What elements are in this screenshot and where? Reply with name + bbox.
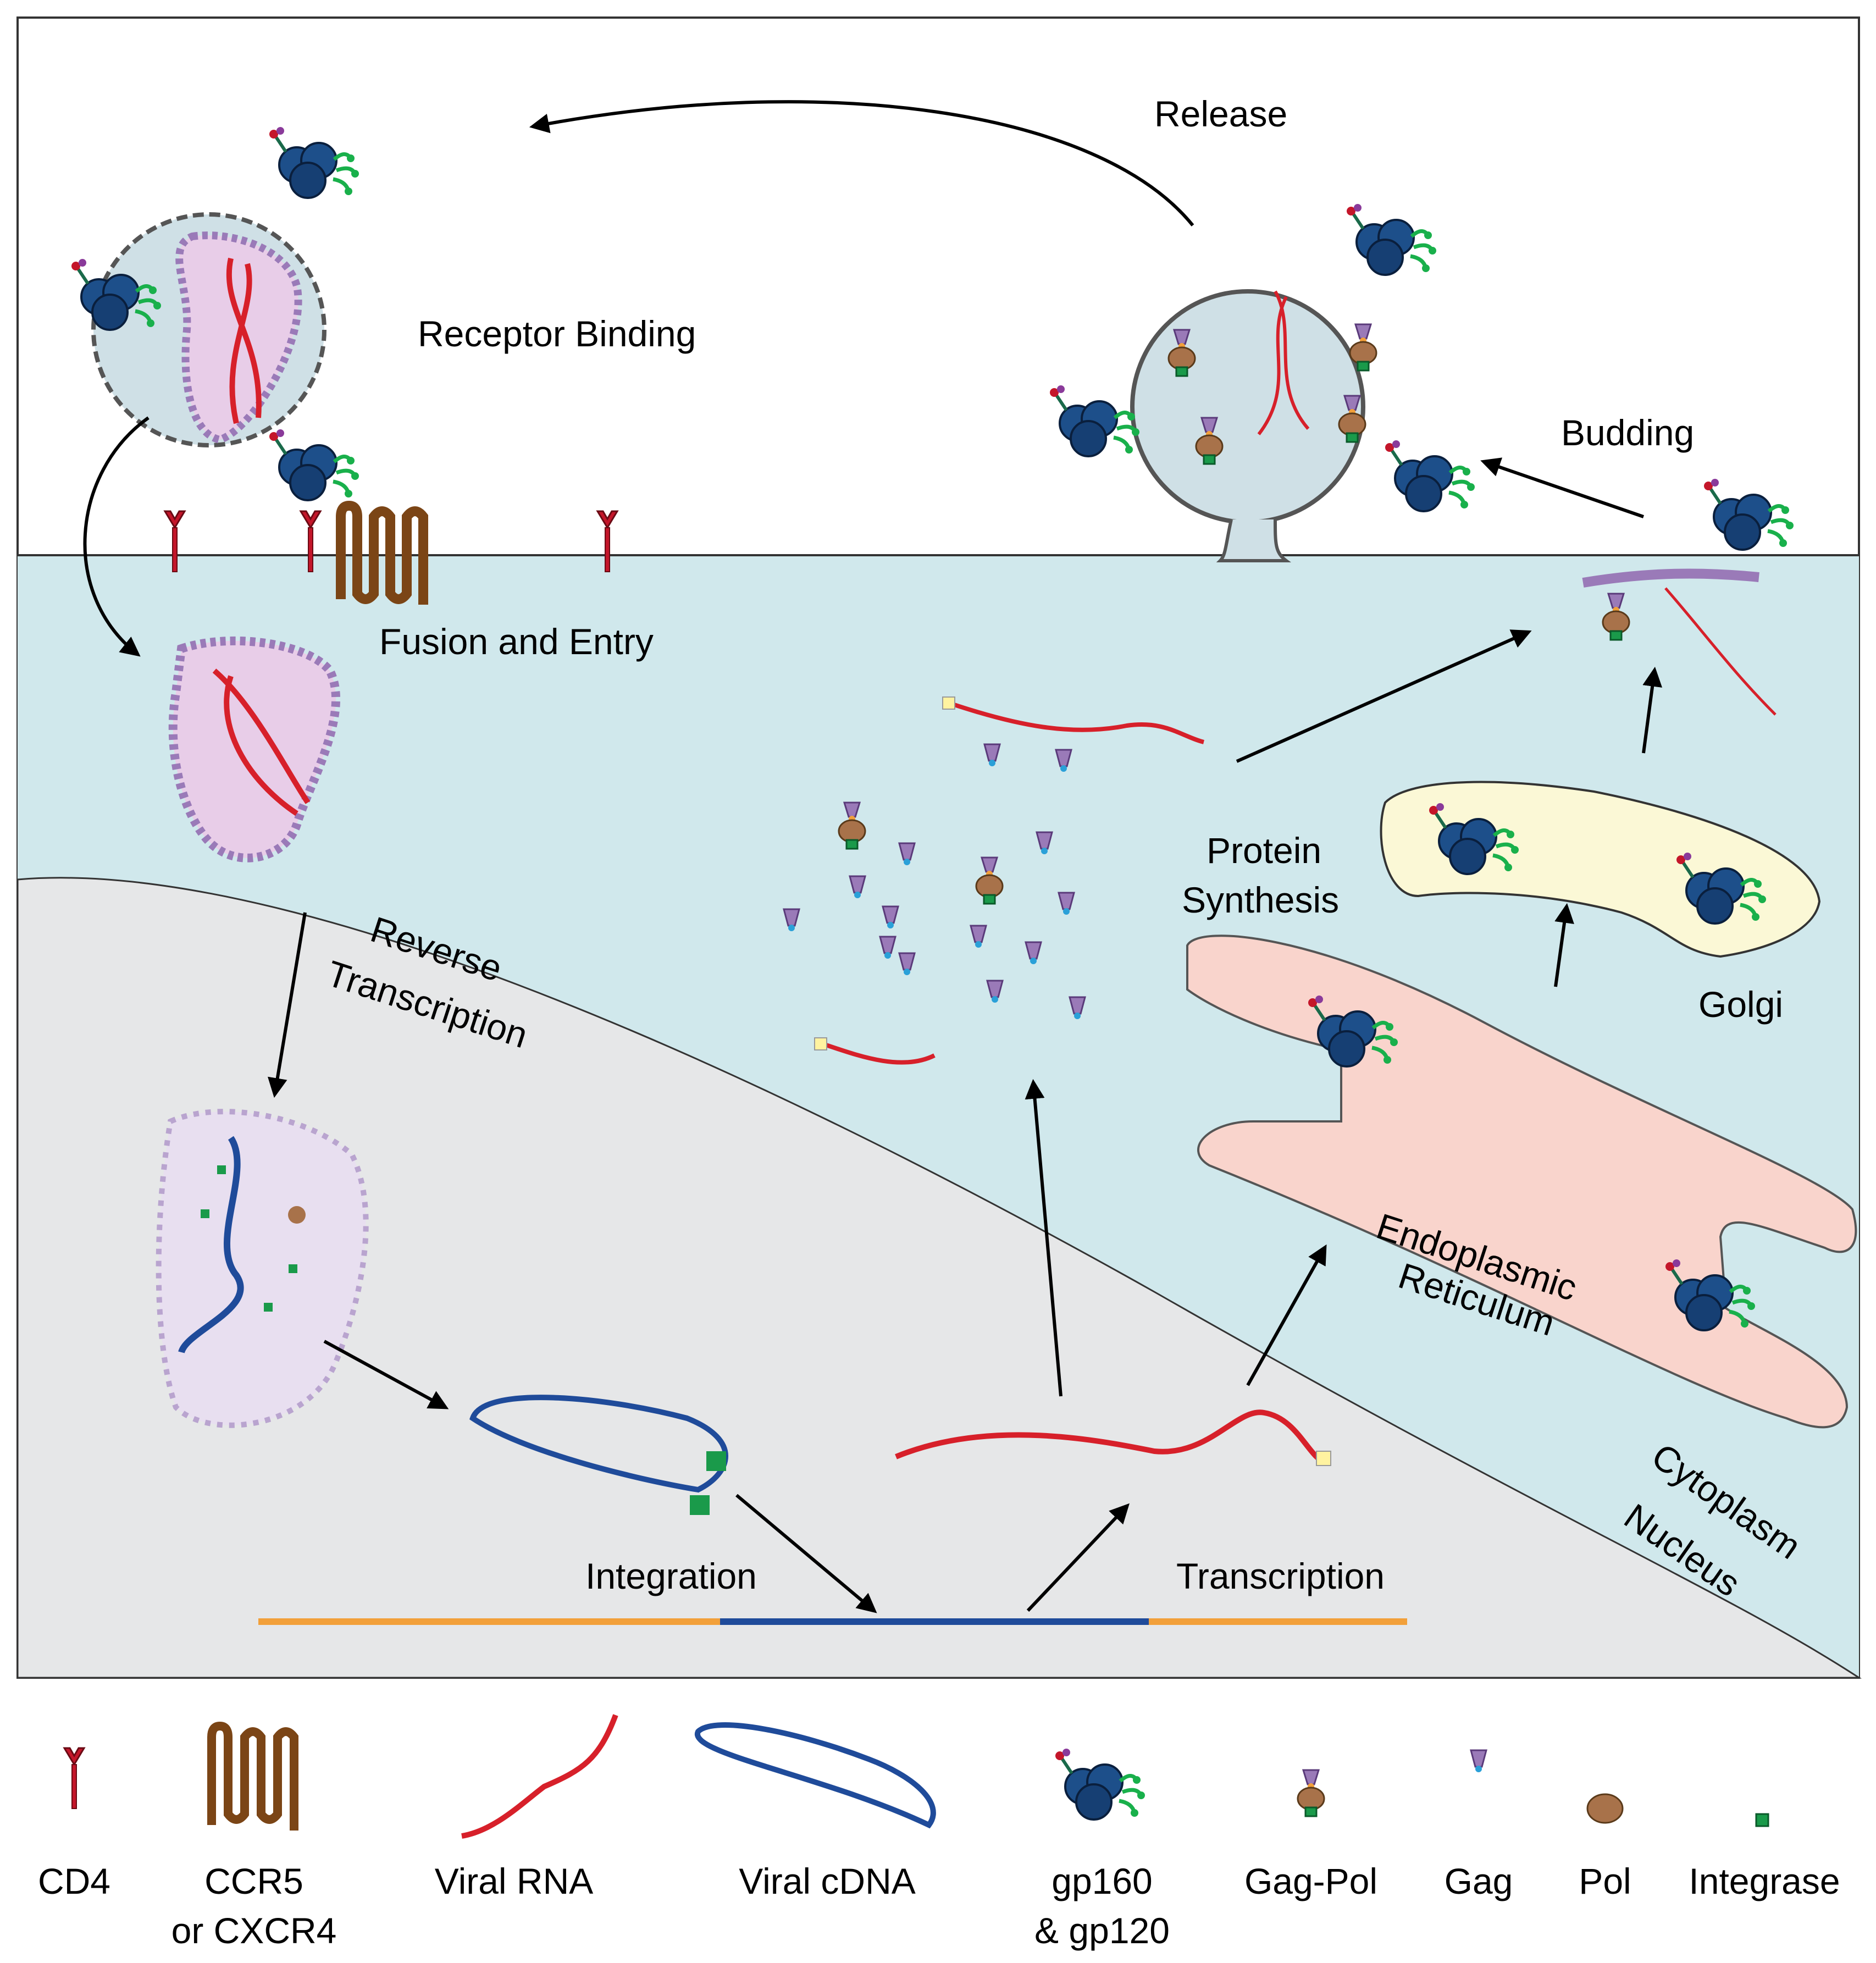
- flow-arrows: [83, 100, 1663, 1613]
- legend-label-viral-rna: Viral RNA: [435, 1861, 594, 1901]
- label-golgi: Golgi: [1698, 984, 1783, 1025]
- rtc-to-cdna-arrow: [323, 1340, 449, 1409]
- rt-complex: [156, 1109, 369, 1428]
- legend: CD4 CCR5 or CXCR4 Viral RNA Viral cDNA g…: [38, 1714, 1840, 1951]
- legend-gag-pol-icon: [1297, 1769, 1325, 1817]
- legend-pol-icon: [1586, 1793, 1624, 1824]
- label-receptor-binding: Receptor Binding: [418, 313, 696, 354]
- golgi-to-membrane-arrow: [1642, 666, 1663, 754]
- legend-integrase-icon: [1755, 1813, 1769, 1827]
- legend-gag-icon: [1470, 1749, 1487, 1773]
- label-fusion-entry: Fusion and Entry: [379, 621, 654, 662]
- integration-arrow: [735, 1494, 877, 1613]
- rna-export-arrow: [1025, 1079, 1062, 1397]
- legend-viral-rna-icon: [461, 1714, 618, 1839]
- legend-label-gp160: gp160: [1052, 1861, 1153, 1901]
- label-integration: Integration: [585, 1556, 757, 1596]
- legend-label-cd4: CD4: [38, 1861, 110, 1901]
- transcribed-rna: [895, 1409, 1326, 1465]
- assembly-arrow: [1236, 629, 1532, 763]
- transcription-arrow: [1026, 1503, 1130, 1612]
- release-arrow: [529, 100, 1194, 226]
- er-to-golgi-arrow: [1554, 903, 1574, 987]
- legend-ccr5-icon: [207, 1721, 298, 1831]
- rna-to-er-arrow: [1246, 1244, 1327, 1386]
- rt-arrow: [267, 912, 307, 1098]
- ccr5-receptor-icon: [336, 500, 428, 605]
- nucleus-region: [16, 877, 1862, 1679]
- budding-arrow: [1480, 457, 1644, 518]
- label-release: Release: [1154, 93, 1287, 134]
- label-protein-synthesis-2: Synthesis: [1182, 880, 1339, 920]
- legend-label-integrase: Integrase: [1689, 1861, 1840, 1901]
- legend-label-gag-pol: Gag-Pol: [1244, 1861, 1377, 1901]
- legend-label-gp120: & gp120: [1034, 1910, 1170, 1951]
- legend-label-cxcr4: or CXCR4: [171, 1910, 337, 1951]
- entered-capsid: [168, 636, 340, 862]
- cytoplasm-rna-1: [950, 701, 1204, 744]
- label-transcription: Transcription: [1176, 1556, 1385, 1596]
- legend-gp160-icon: [1055, 1749, 1145, 1820]
- label-protein-synthesis-1: Protein: [1207, 830, 1321, 871]
- legend-label-pol: Pol: [1579, 1861, 1631, 1901]
- legend-label-ccr5: CCR5: [204, 1861, 303, 1901]
- legend-label-gag: Gag: [1445, 1861, 1513, 1901]
- entry-arrow: [83, 416, 150, 657]
- legend-cd4-icon: [63, 1747, 85, 1810]
- cytoplasm-rna-2: [823, 1042, 936, 1065]
- legend-viral-cdna-icon: [694, 1722, 936, 1829]
- budding-virion: [1130, 289, 1365, 524]
- label-budding: Budding: [1561, 412, 1694, 453]
- legend-label-viral-cdna: Viral cDNA: [739, 1861, 916, 1901]
